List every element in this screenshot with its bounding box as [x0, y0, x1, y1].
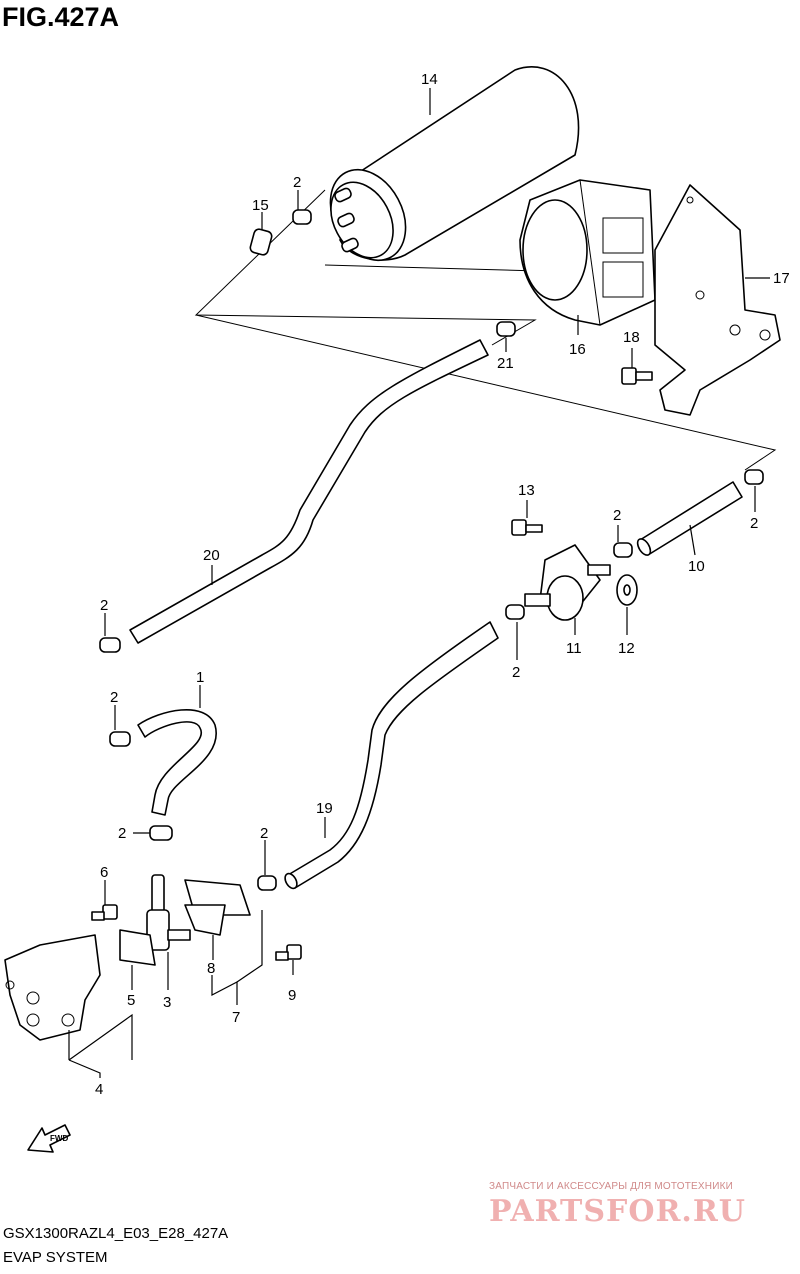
canister[interactable] — [315, 66, 580, 274]
part-label: 13 — [518, 482, 535, 499]
holder-clamp[interactable] — [119, 929, 156, 966]
holder-clamp[interactable] — [184, 879, 251, 936]
clamp[interactable] — [505, 604, 525, 620]
canister-holder[interactable] — [519, 179, 656, 326]
hose-clamps — [99, 209, 764, 891]
part-label: 5 — [127, 992, 135, 1009]
part-label: 6 — [100, 864, 108, 881]
part-label: 2 — [613, 507, 621, 524]
part-label: 1 — [196, 669, 204, 686]
part-label: 2 — [750, 515, 758, 532]
watermark-logo: PARTSFOR.RU — [489, 1194, 746, 1229]
part-label: 4 — [95, 1081, 103, 1098]
hose[interactable] — [129, 339, 489, 644]
bolt[interactable] — [511, 519, 543, 536]
bolt[interactable] — [621, 367, 653, 385]
cap[interactable] — [249, 228, 273, 256]
clamp[interactable] — [292, 209, 312, 225]
part-label: 17 — [773, 270, 790, 287]
clamp[interactable] — [744, 469, 764, 485]
part-label: 20 — [203, 547, 220, 564]
clamp[interactable] — [149, 825, 173, 841]
part-label: 2 — [293, 174, 301, 191]
leader-lines — [68, 88, 770, 1078]
part-label: 11 — [566, 640, 582, 657]
joint[interactable] — [146, 874, 191, 951]
part-label: 2 — [100, 597, 108, 614]
mounting-bracket[interactable] — [4, 934, 101, 1041]
system-name: EVAP SYSTEM — [3, 1249, 108, 1266]
forward-arrow-icon: FWD — [27, 1124, 71, 1153]
part-label: 15 — [252, 197, 269, 214]
part-labels: 14 2 15 17 16 18 21 13 2 2 10 11 12 2 20… — [95, 71, 790, 1098]
part-label: 8 — [207, 960, 215, 977]
watermark-tagline: ЗАПЧАСТИ И АКСЕССУАРЫ ДЛЯ МОТОТЕХНИКИ — [489, 1181, 734, 1192]
canister-bracket[interactable] — [654, 184, 781, 416]
bolt[interactable] — [275, 944, 302, 961]
part-label: 2 — [110, 689, 118, 706]
part-label: 21 — [497, 355, 514, 372]
bolt[interactable] — [91, 904, 118, 921]
part-label: 16 — [569, 341, 586, 358]
clamp[interactable] — [496, 321, 516, 337]
clamp[interactable] — [613, 542, 633, 558]
part-label: 12 — [618, 640, 635, 657]
model-code: GSX1300RAZL4_E03_E28_427A — [3, 1225, 229, 1242]
hose[interactable] — [137, 709, 217, 816]
clamp[interactable] — [109, 731, 131, 747]
part-label: 2 — [260, 825, 268, 842]
part-label: 2 — [512, 664, 520, 681]
hose[interactable] — [283, 621, 499, 890]
part-label: 18 — [623, 329, 640, 346]
washer[interactable] — [616, 574, 638, 606]
part-label: 3 — [163, 994, 171, 1011]
clamp[interactable] — [257, 875, 277, 891]
part-label: 9 — [288, 987, 296, 1004]
part-label: 7 — [232, 1009, 240, 1026]
part-label: 14 — [421, 71, 438, 88]
part-label: 19 — [316, 800, 333, 817]
clamp[interactable] — [99, 637, 121, 653]
part-label: 10 — [688, 558, 705, 575]
part-label: 2 — [118, 825, 126, 842]
fwd-label: FWD — [50, 1134, 68, 1143]
valve[interactable] — [524, 544, 611, 621]
figure-title: FIG.427A — [2, 2, 120, 32]
hose[interactable] — [635, 481, 743, 557]
